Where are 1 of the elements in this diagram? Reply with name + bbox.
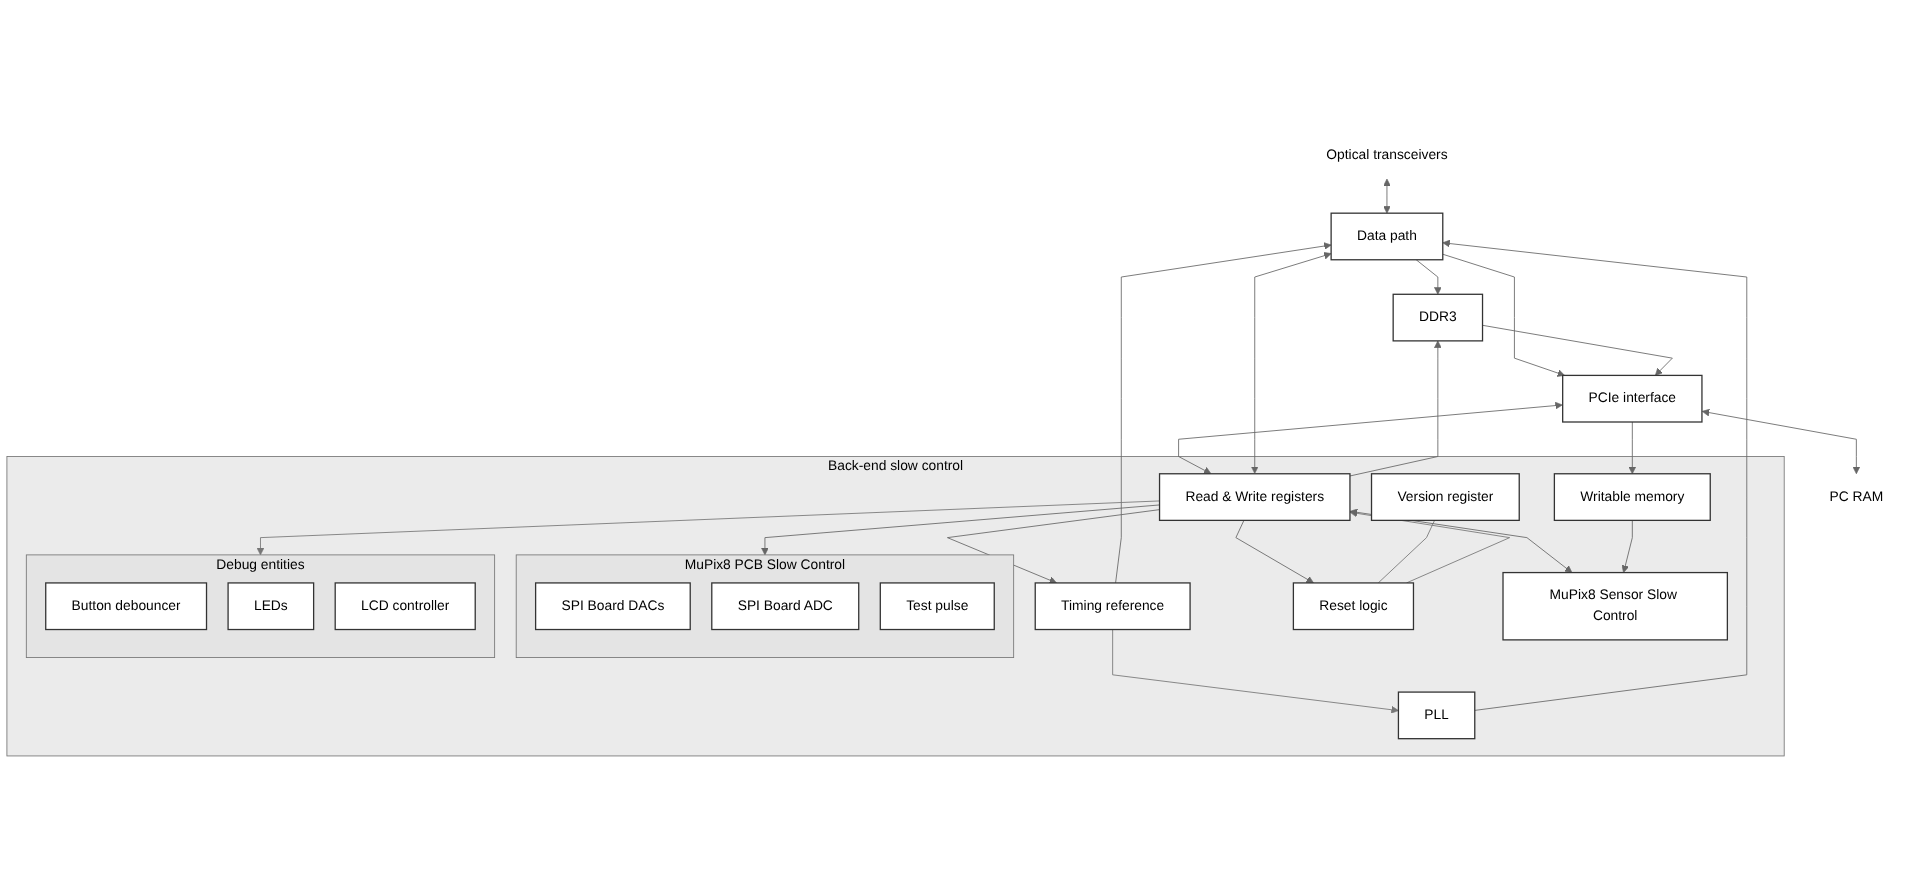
connector (1377, 519, 1435, 584)
